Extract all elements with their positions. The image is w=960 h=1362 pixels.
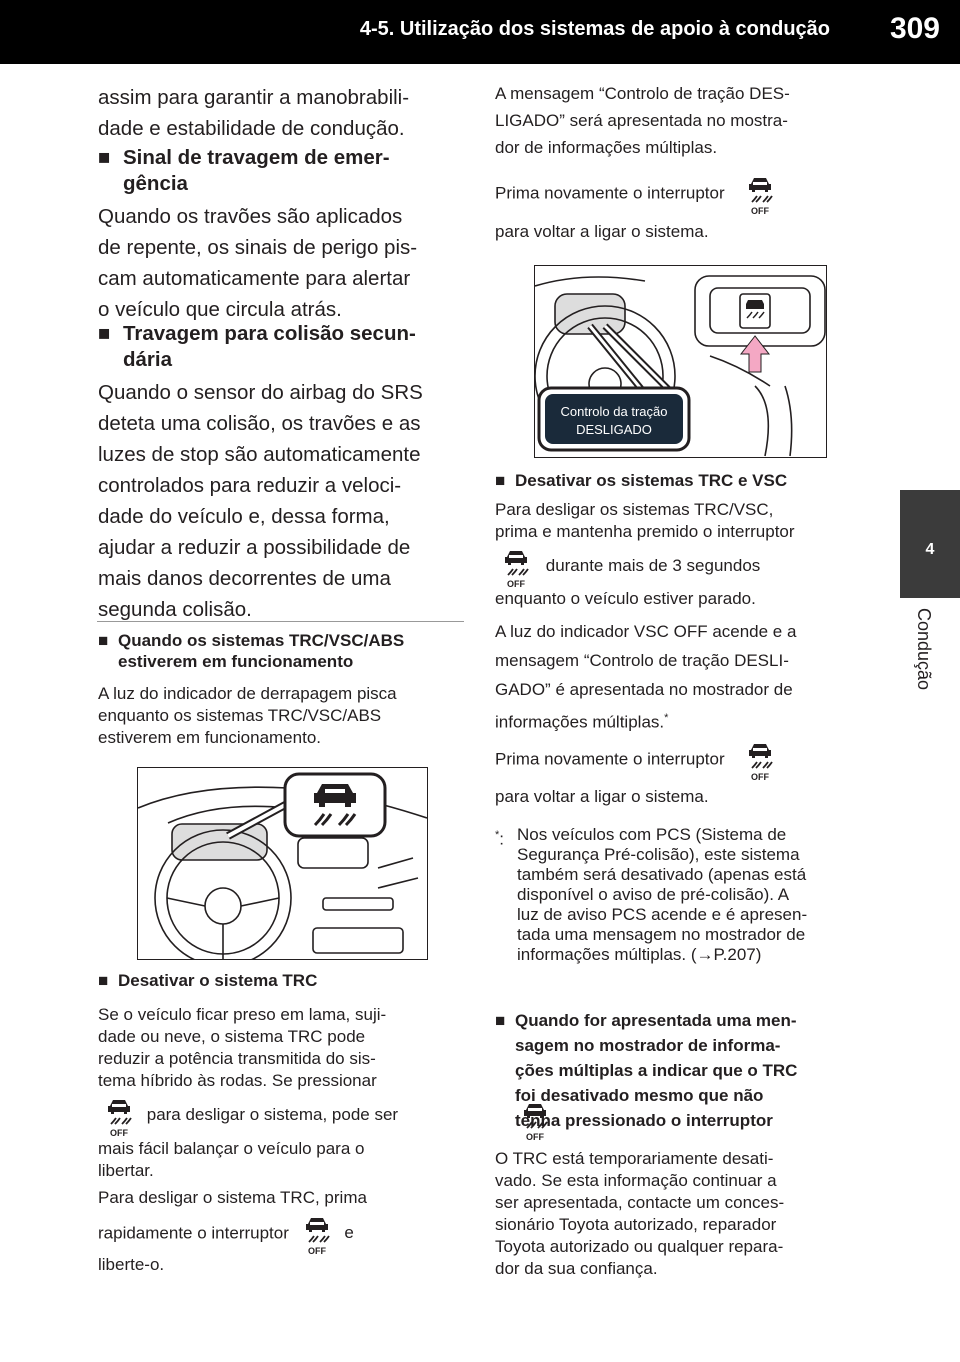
- dashboard-illustration: [138, 772, 427, 959]
- disable-trc-press3: liberte-o.: [98, 1255, 165, 1274]
- disable-trc-press-line: rapidamente o interruptor e: [98, 1212, 468, 1256]
- operating-body: A luz do indicador de derrapagem pisca e…: [98, 684, 397, 747]
- trc-off-switch-icon: [499, 545, 533, 589]
- emergency-signal-body: Quando os travões são aplicados de repen…: [98, 205, 418, 321]
- disable-both-body: Para desligar os sistemas TRC/VSC, prima…: [495, 500, 795, 541]
- disable-trc-body2: mais fácil balançar o veículo para o lib…: [98, 1139, 365, 1180]
- page-number: 309: [889, 12, 940, 45]
- slip-indicator-icon: [313, 784, 357, 827]
- callout-line-2: DESLIGADO: [576, 422, 652, 437]
- secondary-collision-body: Quando o sensor do airbag do SRS deteta …: [98, 381, 423, 621]
- displayed-body: O TRC está temporariamente desati- vado.…: [495, 1149, 785, 1278]
- chapter-number: 4: [925, 541, 935, 558]
- emergency-signal-heading: Sinal de travagem de emer- gência: [98, 145, 473, 197]
- chapter-tab: [900, 490, 960, 598]
- disable-trc-body: Se o veículo ficar preso em lama, suji- …: [98, 1005, 387, 1090]
- trc-off-switch-icon: [743, 172, 777, 216]
- operating-heading: Quando os sistemas TRC/VSC/ABS estiverem…: [98, 630, 488, 672]
- chapter-label: Condução: [914, 608, 934, 691]
- trc-off-switch-icon: [518, 1098, 552, 1142]
- disable-trc-press: Para desligar o sistema TRC, prima: [98, 1188, 367, 1207]
- pointer-arrow: [739, 335, 771, 373]
- switch-icon-small: [746, 300, 765, 319]
- vsc-off-paragraph: A luz do indicador VSC OFF acende e a me…: [495, 622, 797, 732]
- callout-line-1: Controlo da tração: [561, 404, 668, 419]
- footnote: *: Nos veículos com PCS (Sistema de Segu…: [495, 825, 808, 964]
- disable-trc-icon-line: para desligar o sistema, pode ser: [98, 1094, 478, 1138]
- section-divider: [97, 621, 464, 622]
- switch-location-figure: Controlo da tração DESLIGADO: [534, 265, 827, 458]
- disable-trc-heading: Desativar o sistema TRC: [98, 970, 488, 991]
- turn-on-line: para voltar a ligar o sistema.: [495, 222, 709, 241]
- disable-both-icon-line: durante mais de 3 segundos: [495, 545, 875, 589]
- displayed-icon-line: [518, 1098, 558, 1142]
- intro-paragraph: assim para garantir a manobrabili- dade …: [98, 86, 410, 140]
- secondary-collision-heading: Travagem para colisão secun- dária: [98, 321, 473, 373]
- displayed-heading: Quando for apresentada uma men- sagem no…: [495, 1008, 885, 1133]
- section-title: 4-5. Utilização dos sistemas de apoio à …: [359, 18, 830, 40]
- disable-both-heading: Desativar os sistemas TRC e VSC: [495, 470, 885, 491]
- press-again-line: Prima novamente o interruptor: [495, 172, 875, 216]
- turn-on2-line: para voltar a ligar o sistema.: [495, 787, 709, 806]
- trc-off-switch-icon: [743, 738, 777, 782]
- switch-location-illustration: Controlo da tração DESLIGADO: [535, 275, 826, 457]
- page-header: [0, 0, 960, 64]
- message-paragraph: A mensagem “Controlo de tração DES- LIGA…: [495, 84, 790, 157]
- trc-off-switch-icon: [300, 1212, 334, 1256]
- slip-indicator-figure: [137, 767, 428, 960]
- disable-both-body2: enquanto o veículo estiver parado.: [495, 589, 756, 608]
- press-again2-line: Prima novamente o interruptor: [495, 738, 875, 782]
- trc-off-switch-icon: [102, 1094, 136, 1138]
